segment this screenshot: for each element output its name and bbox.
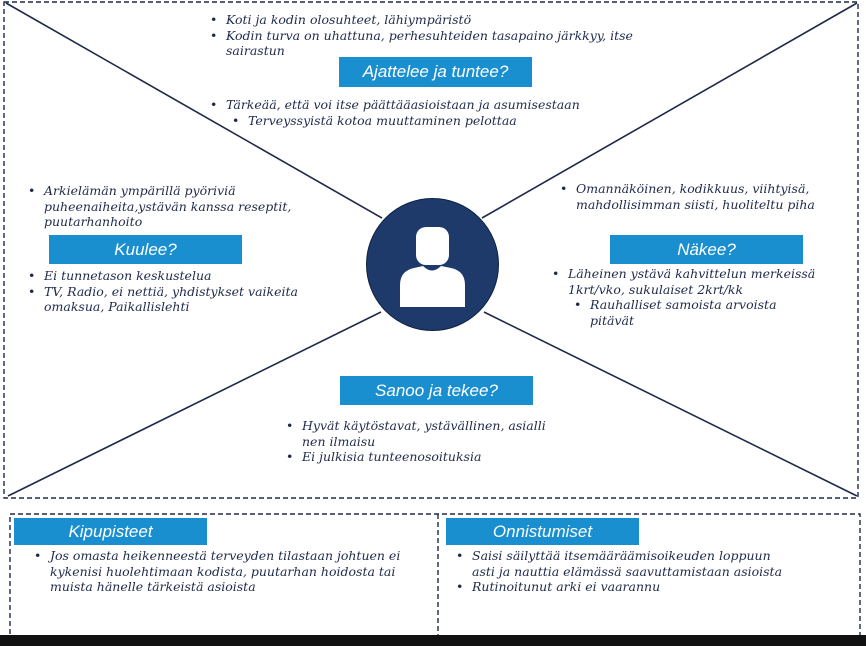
list-item: Omannäköinen, kodikkuus, viihtyisä, mahd…	[556, 181, 838, 212]
hears-top-list: Arkielämän ympärillä pyöriviä puheenaihe…	[24, 183, 324, 230]
pains-title: Kipupisteet	[14, 518, 207, 545]
list-item: Ei tunnetason keskustelua	[24, 268, 334, 284]
list-item: TV, Radio, ei nettiä, yhdistykset vaikei…	[24, 284, 324, 315]
list-item: Kodin turva on uhattuna, perhesuhteiden …	[206, 28, 656, 59]
thinks-title: Ajattelee ja tuntee?	[339, 57, 532, 87]
gains-title: Onnistumiset	[446, 518, 639, 545]
diagonal-bottom-left	[7, 311, 382, 497]
list-item: Ei julkisia tunteenosoituksia	[282, 449, 582, 465]
outer-frame	[3, 1, 859, 499]
thinks-top-list: Koti ja kodin olosuhteet, lähiympäristö …	[206, 12, 676, 59]
list-item: Hyvät käytöstavat, ystävällinen, asialli…	[282, 418, 572, 449]
avatar	[366, 198, 499, 331]
hears-bottom-list: Ei tunnetason keskustelua TV, Radio, ei …	[24, 268, 334, 315]
list-item: Terveyssyistä kotoa muuttaminen pelottaa	[228, 113, 686, 129]
sees-title: Näkee?	[610, 235, 803, 264]
gains-list: Saisi säilyttää itsemääräämisoikeuden lo…	[452, 548, 852, 595]
person-icon	[400, 227, 465, 307]
sees-bottom-list: Läheinen ystävä kahvittelun merkeissä 1k…	[548, 266, 848, 328]
list-item: Tärkeää, että voi itse päättääasioistaan…	[206, 97, 686, 113]
says-title: Sanoo ja tekee?	[340, 376, 533, 405]
hears-title: Kuulee?	[49, 235, 242, 264]
says-list: Hyvät käytöstavat, ystävällinen, asialli…	[282, 418, 582, 465]
diagonal-bottom-right	[483, 311, 858, 497]
list-item: Läheinen ystävä kahvittelun merkeissä 1k…	[548, 266, 826, 297]
thinks-bottom-list: Tärkeää, että voi itse päättääasioistaan…	[206, 97, 686, 128]
list-item: Saisi säilyttää itsemääräämisoikeuden lo…	[452, 548, 792, 579]
bottom-bar	[0, 635, 866, 646]
sees-top-list: Omannäköinen, kodikkuus, viihtyisä, mahd…	[556, 181, 856, 212]
list-item: Rutinoitunut arki ei vaarannu	[452, 579, 852, 595]
list-item: Arkielämän ympärillä pyöriviä puheenaihe…	[24, 183, 314, 230]
list-item: Rauhalliset samoista arvoista pitävät	[570, 297, 790, 328]
list-item: Koti ja kodin olosuhteet, lähiympäristö	[206, 12, 676, 28]
pains-list: Jos omasta heikenneestä terveyden tilast…	[30, 548, 430, 595]
list-item: Jos omasta heikenneestä terveyden tilast…	[30, 548, 430, 595]
diagonal-top-left	[5, 2, 383, 219]
